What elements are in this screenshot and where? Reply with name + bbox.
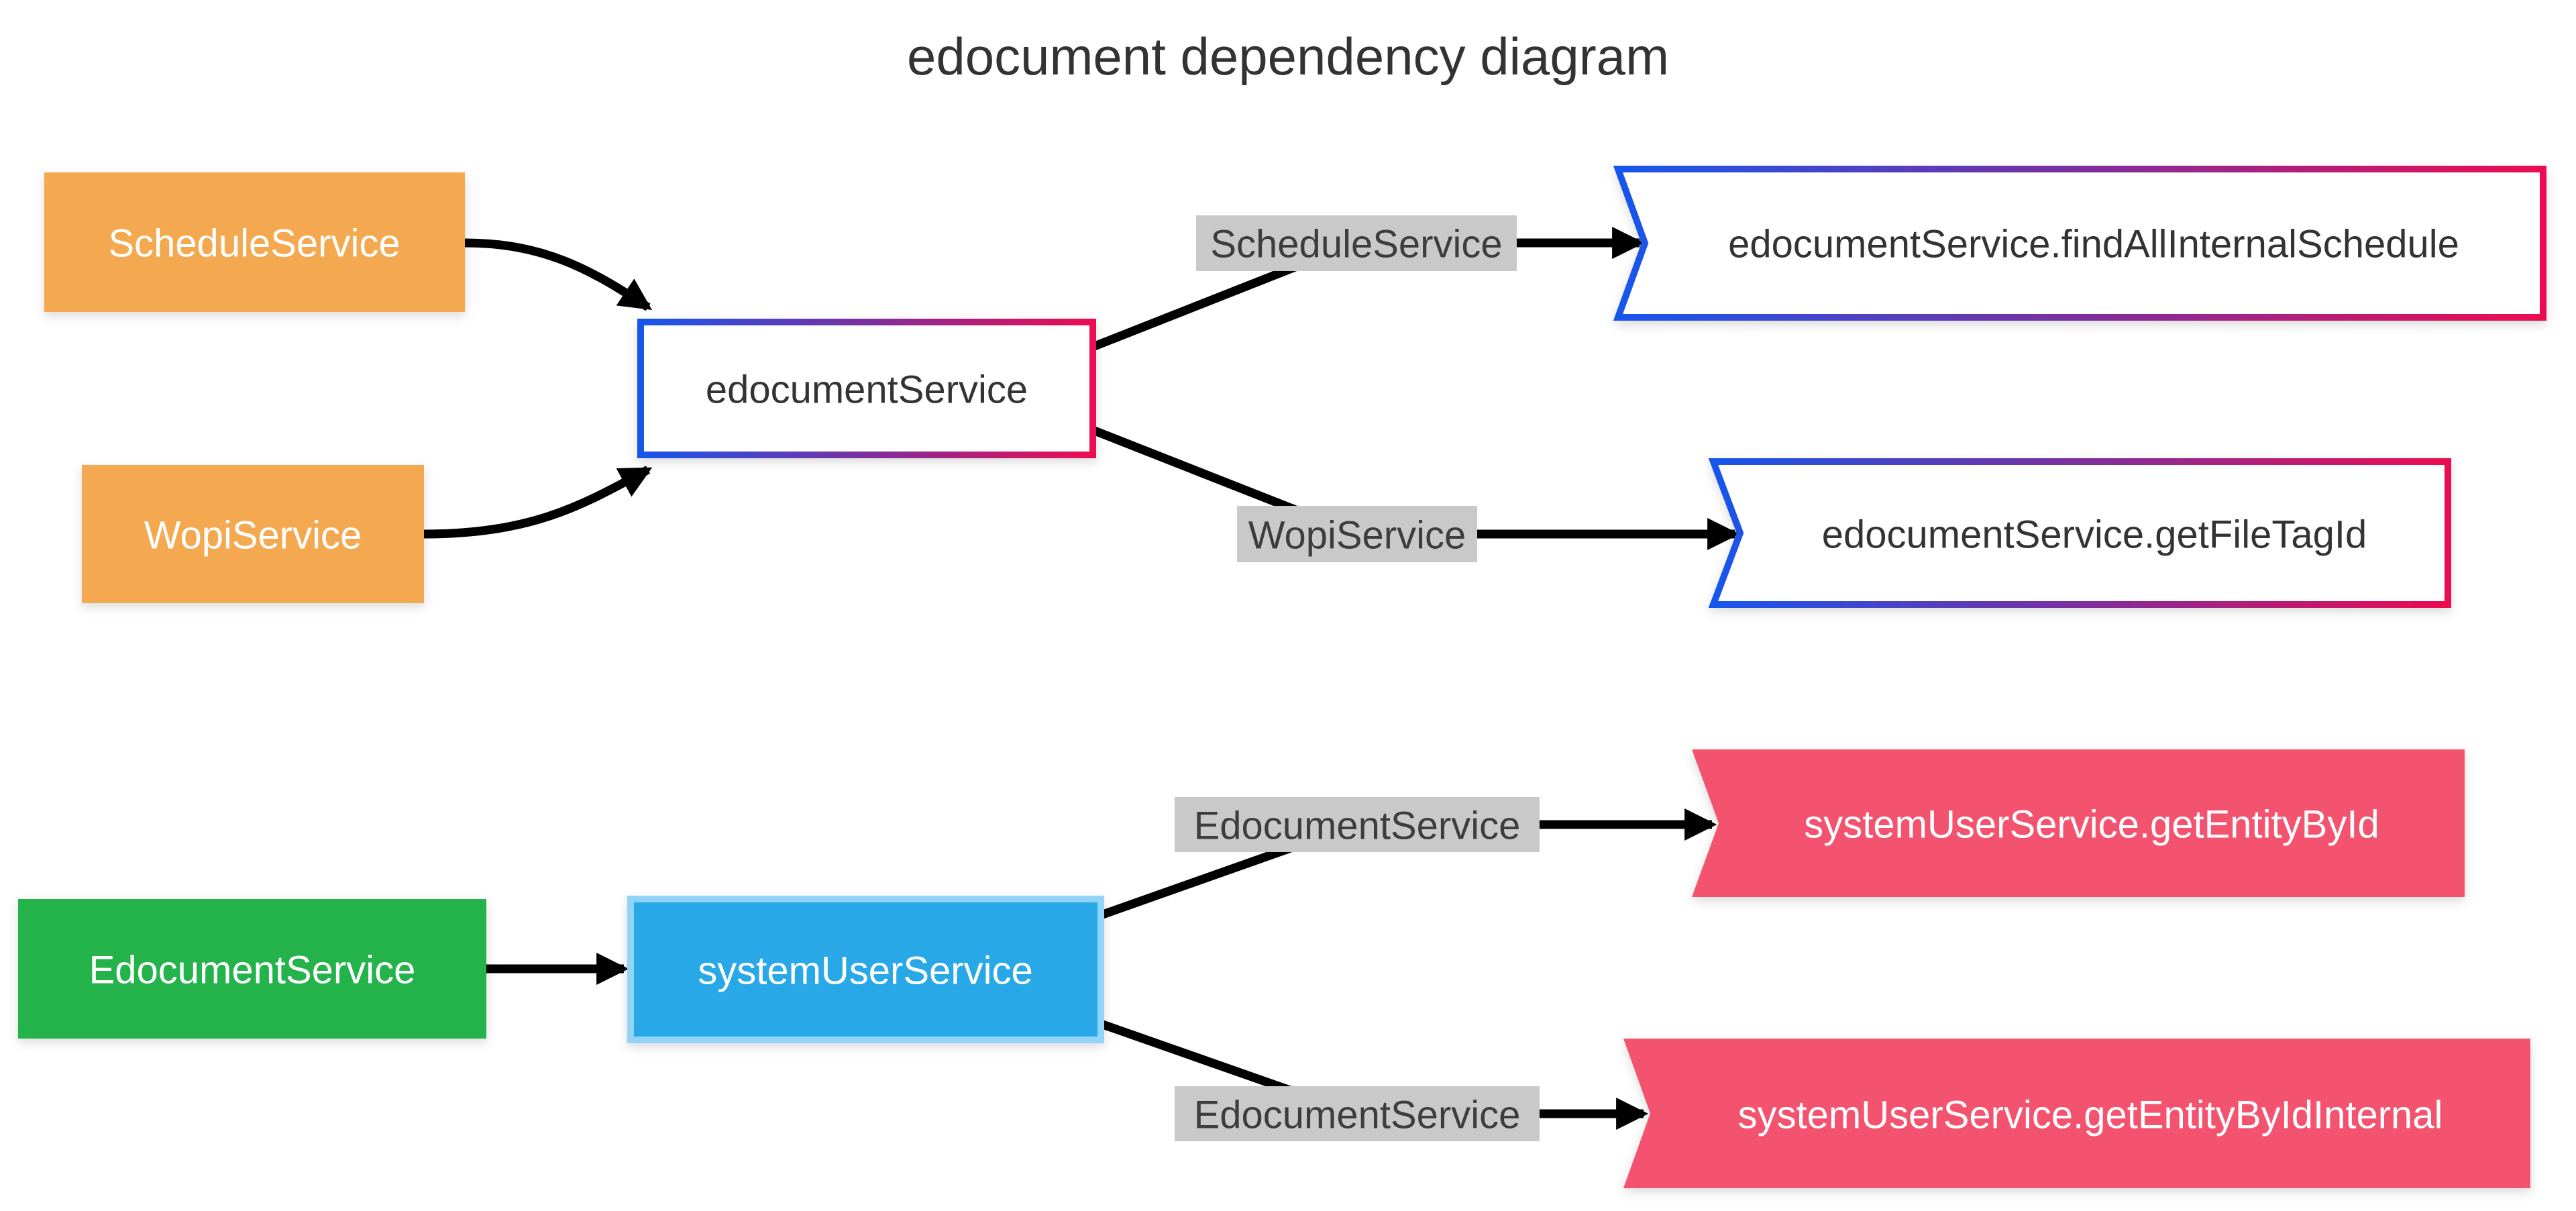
edge-label-bg [1175,1086,1540,1141]
node-get-file-tag-id: edocumentService.getFileTagId [1708,458,2451,608]
node-label: edocumentService [706,368,1028,412]
edge-label-text: WopiService [1248,514,1466,558]
edge-label-edocumentservice-top: EdocumentService [1175,797,1540,852]
edge-label-edocumentservice-bottom: EdocumentService [1175,1086,1540,1141]
edge-label-bg [1175,797,1540,852]
edge-label-bg [1237,506,1477,562]
node-label: edocumentService.findAllInternalSchedule [1728,223,2459,266]
node-box [44,172,465,312]
edge-label-text: ScheduleService [1210,223,1502,266]
page-title: edocument dependency diagram [907,27,1669,86]
node-find-all-internal-schedule: edocumentService.findAllInternalSchedule [1613,166,2546,321]
edge-label-text: EdocumentService [1194,1094,1521,1137]
node-box [637,319,1096,458]
node-label: ScheduleService [108,222,400,266]
edge-scheduleservice-to-edocumentservice [464,238,653,311]
node-edocument-service-caller: EdocumentService [18,899,486,1039]
node-label: WopiService [144,514,362,558]
node-box [82,465,424,603]
edge-label-text: EdocumentService [1194,804,1521,848]
edge-wopiservice-to-edocumentservice [423,466,653,539]
node-label: systemUserService.getEntityByIdInternal [1738,1094,2443,1137]
node-label: edocumentService.getFileTagId [1822,513,2367,557]
node-box [1708,458,2451,608]
edge-label-bg [1196,215,1517,271]
node-system-user-service: systemUserService [627,896,1104,1043]
node-box [627,896,1104,1043]
node-wopi-service: WopiService [82,465,424,603]
node-schedule-service: ScheduleService [44,172,465,312]
node-box [1613,166,2546,321]
node-box [18,899,486,1039]
node-edocument-service: edocumentService [637,319,1096,458]
node-label: systemUserService [698,949,1033,993]
node-box [1623,1039,2530,1188]
edge-label-wopiservice: WopiService [1237,506,1477,562]
node-label: systemUserService.getEntityById [1804,803,2379,847]
node-box [1692,749,2465,897]
node-get-entity-by-id: systemUserService.getEntityById [1692,749,2465,897]
edge-label-scheduleservice: ScheduleService [1196,215,1517,271]
node-label: EdocumentService [89,949,416,992]
node-get-entity-by-id-internal: systemUserService.getEntityByIdInternal [1623,1039,2530,1188]
